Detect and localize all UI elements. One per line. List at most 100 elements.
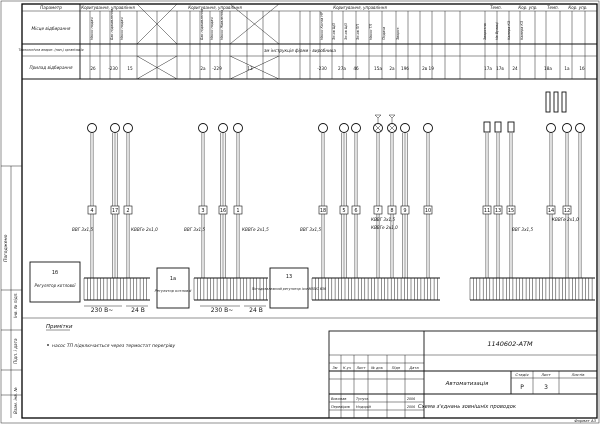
regulator-1b-label: Регулятор котлової <box>34 283 76 288</box>
notes-title: Примітки <box>46 324 73 330</box>
wire-label: ВВГ 3х1,5 <box>512 227 534 232</box>
header-device-label: -230 <box>108 66 118 71</box>
cable-number: 14 <box>548 208 554 214</box>
header-device-label: 19б <box>401 66 409 71</box>
header-device-label: -229 <box>212 66 222 71</box>
header-device-label: 46 <box>353 66 359 71</box>
wire-label: КВВГ 3х1,5 <box>371 217 396 222</box>
title-role-1: Виконав <box>331 397 346 401</box>
regulator-1b-num: 1б <box>52 270 58 276</box>
header-device-label: 17а <box>484 66 492 71</box>
voltage-24-b: 24 В <box>249 307 263 314</box>
wire-label: ВВГ 3х1,5 <box>184 227 206 232</box>
header-device-label: 17в <box>496 66 504 71</box>
sensor-icon <box>233 123 243 133</box>
title-code: 1140602-АТМ <box>487 340 533 348</box>
title-date-2: 2006 <box>407 405 415 409</box>
header-place-label: Насос Котла НР <box>320 11 324 40</box>
sensor-icon <box>198 123 208 133</box>
title-name-1: Тупусь <box>356 397 369 401</box>
header-row-tech: Технологічна апарат. (нап.) організація <box>18 48 83 52</box>
title-stage-label: Стадія <box>515 372 529 377</box>
wire-label: КВВГе 2х1,0 <box>371 225 398 230</box>
terminal-strips <box>83 277 595 301</box>
title-name-2: Нодорій <box>356 405 372 409</box>
sensor-icon <box>575 123 585 133</box>
header-place-label: Бак підживлення <box>200 9 204 40</box>
voltage-24-a: 24 В <box>131 307 145 314</box>
header-row-param: Параметр <box>40 5 62 10</box>
header-device-label: 27а <box>338 66 346 71</box>
sensor-icon <box>351 123 361 133</box>
wire-label: КВВГе 2х1,0 <box>131 227 158 232</box>
sensor-icon <box>483 121 491 133</box>
sensor-icon <box>507 121 515 133</box>
pump-icon <box>373 123 383 133</box>
sensor-icon <box>110 123 120 133</box>
header-place-label: Насос подачі <box>210 17 214 40</box>
regulator-13-num: 13 <box>286 274 292 280</box>
cable-number: 11 <box>484 208 490 214</box>
cable-number: 6 <box>354 208 357 214</box>
title-stage: Р <box>520 384 524 391</box>
regulator-box-1a: 1а Регулятор котлової <box>155 267 193 309</box>
header-group-7: Кор. упр. <box>568 5 587 10</box>
header-place-label: Зн-ов ПП <box>356 24 360 40</box>
header-device-label: 2а <box>389 66 395 71</box>
sensor-icon <box>400 123 410 133</box>
title-col-kuch: К.уч <box>343 366 351 370</box>
header-group-6: Темп. <box>547 5 559 10</box>
cable-number: 5 <box>342 208 345 214</box>
cable-number: 4 <box>90 208 93 214</box>
title-drawing: Схема з'єднань зовнішніх проводок <box>418 404 517 410</box>
cable-number: 1 <box>236 208 239 214</box>
title-sheet-label: Лист <box>540 372 551 377</box>
header-place-label: Подача <box>382 27 386 40</box>
header-place-label: Бак підживлення <box>110 9 114 40</box>
header-table: Параметр Місце відбирання Технологічна а… <box>18 3 597 80</box>
sensor-icon <box>423 123 433 133</box>
cable-number: 18 <box>320 208 326 214</box>
cable-number: 17 <box>112 208 118 214</box>
header-device-label: 1б <box>579 66 585 71</box>
header-device-label: 24 <box>512 66 518 71</box>
wire-label: ВВГ 3х1,5 <box>300 227 322 232</box>
wire-label: КВВГе 2х1,5 <box>242 227 269 232</box>
header-place-label: На Вулиці <box>495 22 499 40</box>
voltage-230-b: 230 В~ <box>211 307 234 314</box>
header-device-label: 13 <box>247 66 253 71</box>
header-group-5: Кор. упр. <box>518 5 537 10</box>
title-date-1: 2006 <box>407 397 415 401</box>
regulator-box-1b: 1б Регулятор котлової <box>29 261 81 303</box>
notes-item-1: насос ТП підключається через термостат п… <box>52 343 175 349</box>
header-place-label: Зн-ов ЩО <box>344 23 348 40</box>
cable-number: 7 <box>376 208 379 214</box>
title-sheet: 3 <box>544 384 548 391</box>
title-section: Автоматизація <box>445 381 489 387</box>
sensor-icon <box>123 123 133 133</box>
regulator-13-label: Погодозалежний регулятор iconMATIC 636 <box>252 287 326 291</box>
wire-labels: ВВГ 3х1,5 КВВГе 2х1,0 ВВГ 3х1,5 КВВГе 2х1,5… <box>72 217 579 232</box>
header-device-label: 2б <box>90 66 96 71</box>
format-label: Формат А3 <box>574 418 596 423</box>
title-col-sign: Підп <box>392 366 401 370</box>
header-place-label: Насос Живлення <box>220 10 224 40</box>
cable-number: 8 <box>390 208 393 214</box>
sensor-icon <box>545 91 551 113</box>
voltage-230-a: 230 В~ <box>91 307 114 314</box>
cable-number: 13 <box>495 208 501 214</box>
regulator-1a-num: 1а <box>170 276 176 282</box>
header-mid-note: зм інструкція фірми - виробника <box>264 48 336 53</box>
header-row-place: Місце відбирання <box>32 26 71 31</box>
cable-number: 9 <box>403 208 406 214</box>
sensor-icon <box>562 123 572 133</box>
title-sheets-label: Листів <box>571 372 586 377</box>
sensor-icon <box>494 121 502 133</box>
regulator-1a-label: Регулятор котлової <box>155 289 193 293</box>
header-device-label: -230 <box>317 66 327 71</box>
header-place-label: Зн-ов ЩО <box>332 23 336 40</box>
cable-number: 2 <box>126 208 129 214</box>
header-group-4: Темп. <box>490 5 502 10</box>
sensor-icon <box>546 123 556 133</box>
